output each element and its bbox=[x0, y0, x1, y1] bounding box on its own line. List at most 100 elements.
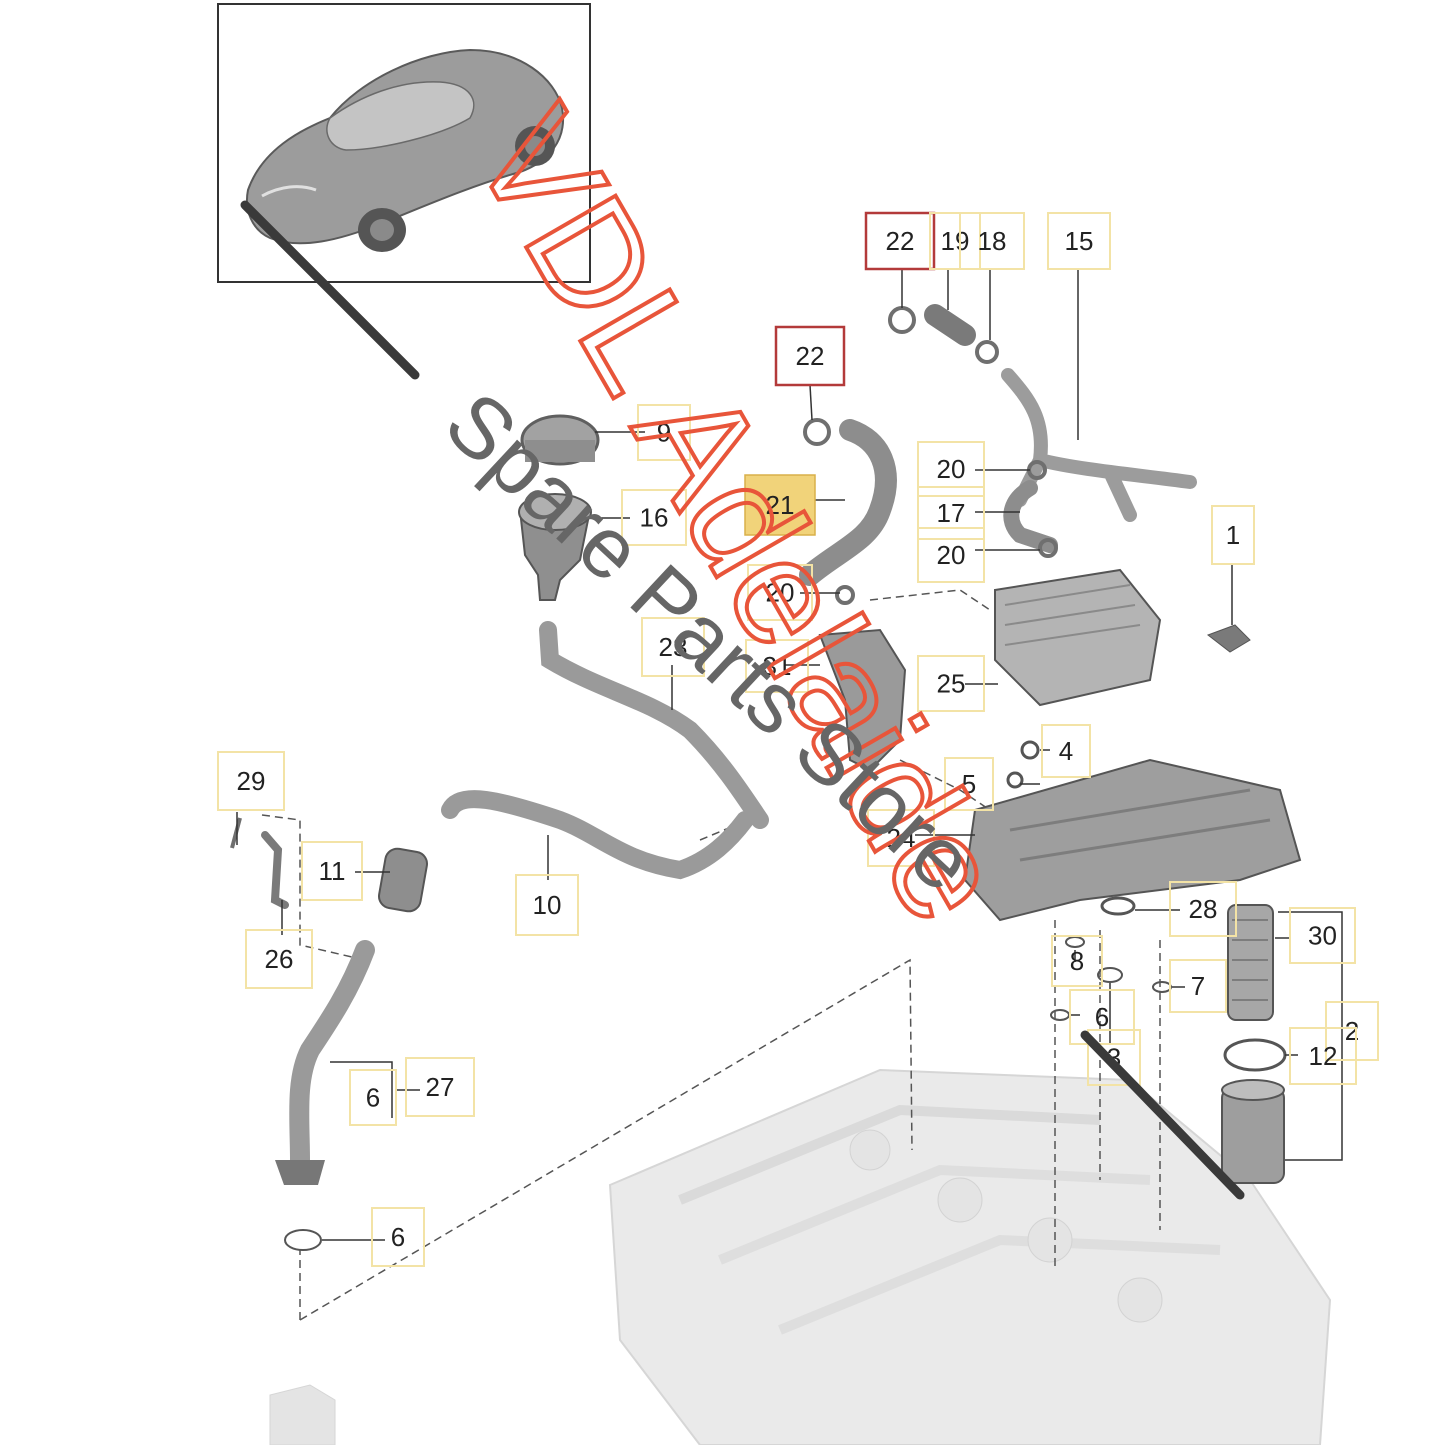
part-seal-5 bbox=[1006, 771, 1024, 789]
callout-box-19 bbox=[929, 212, 981, 270]
callout-box-29 bbox=[217, 751, 285, 811]
callout-number-5: 5 bbox=[962, 769, 976, 799]
part-clamp-22-mid bbox=[803, 418, 831, 446]
callout-box-12 bbox=[1289, 1027, 1357, 1085]
callout-number-18: 18 bbox=[978, 226, 1007, 256]
callout-box-7 bbox=[1169, 959, 1227, 1013]
part-hose-19 bbox=[924, 304, 976, 346]
callout-number-27: 27 bbox=[426, 1072, 455, 1102]
part-hose-17 bbox=[1003, 480, 1058, 553]
part-oring-12 bbox=[1223, 1038, 1287, 1072]
callout-box-6 bbox=[371, 1207, 425, 1267]
callout-box-26 bbox=[245, 929, 313, 989]
callout-box-31 bbox=[745, 639, 809, 693]
callout-number-6: 6 bbox=[366, 1083, 380, 1113]
callout-number-26: 26 bbox=[265, 944, 294, 974]
callout-box-6 bbox=[1069, 989, 1135, 1045]
callout-labels: 22 19 18 15 22 9 21 20 17 20 16 20 1 23 31 25 4 5 29 24 11 10… bbox=[217, 211, 1379, 1267]
callout-number-24: 24 bbox=[887, 823, 916, 853]
engine-block bbox=[269, 1068, 1332, 1445]
part-hose-21 bbox=[799, 419, 897, 586]
callout-box-1 bbox=[1211, 505, 1255, 565]
part-seal-3 bbox=[1097, 967, 1123, 983]
part-clamp-20c bbox=[835, 585, 855, 605]
callout-number-25: 25 bbox=[937, 669, 966, 699]
callout-number-11: 11 bbox=[319, 856, 346, 886]
part-pipe-10 bbox=[441, 790, 754, 880]
callout-box-9 bbox=[637, 404, 691, 461]
part-pipe-15 bbox=[1001, 368, 1197, 522]
callout-number-7: 7 bbox=[1191, 971, 1205, 1001]
callout-box-25 bbox=[917, 655, 985, 712]
callout-number-28: 28 bbox=[1189, 894, 1218, 924]
part-bolt-29 bbox=[230, 817, 242, 849]
watermark-slash-top bbox=[240, 200, 420, 380]
part-module-24 bbox=[963, 758, 1302, 922]
callout-number-2: 2 bbox=[1345, 1016, 1359, 1046]
callout-number-31: 31 bbox=[763, 651, 792, 681]
callout-box-22 bbox=[774, 325, 846, 387]
callout-number-10: 10 bbox=[533, 890, 562, 920]
callout-number-20: 20 bbox=[766, 578, 795, 608]
callout-box-20 bbox=[917, 441, 985, 497]
callout-box-6 bbox=[349, 1069, 397, 1126]
part-filter-housing-2 bbox=[1221, 1079, 1285, 1184]
callout-box-15 bbox=[1047, 212, 1111, 270]
callout-box-5 bbox=[944, 757, 994, 811]
callout-number-16: 16 bbox=[640, 503, 669, 533]
callout-number-23: 23 bbox=[659, 632, 688, 662]
part-ring-28 bbox=[1100, 896, 1136, 916]
callout-number-20: 20 bbox=[937, 454, 966, 484]
part-oring-6-lower bbox=[284, 1229, 322, 1251]
callout-number-4: 4 bbox=[1059, 736, 1073, 766]
callout-number-22: 22 bbox=[886, 226, 915, 256]
callout-number-30: 30 bbox=[1308, 921, 1337, 951]
part-pipe-23 bbox=[539, 621, 769, 829]
callout-number-19: 19 bbox=[941, 226, 970, 256]
part-oil-filter-30 bbox=[1227, 904, 1274, 1021]
part-housing-31 bbox=[818, 628, 907, 772]
callout-number-1: 1 bbox=[1226, 520, 1240, 550]
callout-box-20 bbox=[747, 564, 813, 621]
callout-number-6: 6 bbox=[391, 1222, 405, 1252]
part-clamp-22-top bbox=[888, 306, 916, 334]
callout-number-12: 12 bbox=[1309, 1041, 1338, 1071]
callout-number-29: 29 bbox=[237, 766, 266, 796]
part-seal-4 bbox=[1020, 740, 1040, 760]
part-clamp-20b bbox=[1038, 538, 1058, 558]
watermark-slash-bottom bbox=[1080, 1030, 1245, 1200]
callout-number-17: 17 bbox=[937, 498, 966, 528]
callout-number-15: 15 bbox=[1065, 226, 1094, 256]
callout-number-20: 20 bbox=[937, 540, 966, 570]
part-clamp-18 bbox=[975, 340, 999, 364]
callout-box-28 bbox=[1169, 881, 1237, 937]
callout-box-8 bbox=[1051, 935, 1103, 987]
callout-number-8: 8 bbox=[1070, 946, 1084, 976]
callout-box-21 bbox=[744, 474, 816, 536]
part-seal-7 bbox=[1152, 981, 1172, 993]
part-filler-neck-16 bbox=[518, 509, 592, 601]
callout-number-9: 9 bbox=[657, 418, 671, 448]
part-bracket-26 bbox=[261, 831, 289, 909]
callout-box-18 bbox=[959, 212, 1025, 270]
callout-box-20 bbox=[917, 527, 985, 583]
part-pipe-27 bbox=[289, 940, 375, 1170]
leader-lines bbox=[236, 268, 1343, 1241]
callout-number-6: 6 bbox=[1095, 1002, 1109, 1032]
callout-box-24 bbox=[867, 809, 935, 867]
callout-box-11 bbox=[301, 841, 363, 901]
callout-box-22 bbox=[864, 211, 936, 271]
callout-box-3 bbox=[1087, 1029, 1141, 1086]
callout-box-17 bbox=[917, 486, 985, 540]
callout-box-16 bbox=[621, 489, 687, 546]
callout-number-21: 21 bbox=[766, 490, 795, 520]
callout-box-23 bbox=[641, 617, 705, 677]
part-oil-cooler-25 bbox=[994, 568, 1162, 707]
callout-box-4 bbox=[1041, 724, 1091, 778]
car-illustration bbox=[246, 48, 565, 252]
parts bbox=[230, 304, 1302, 1251]
callout-box-30 bbox=[1289, 907, 1356, 964]
part-seal-6 bbox=[1050, 1009, 1070, 1021]
callout-number-22: 22 bbox=[796, 341, 825, 371]
